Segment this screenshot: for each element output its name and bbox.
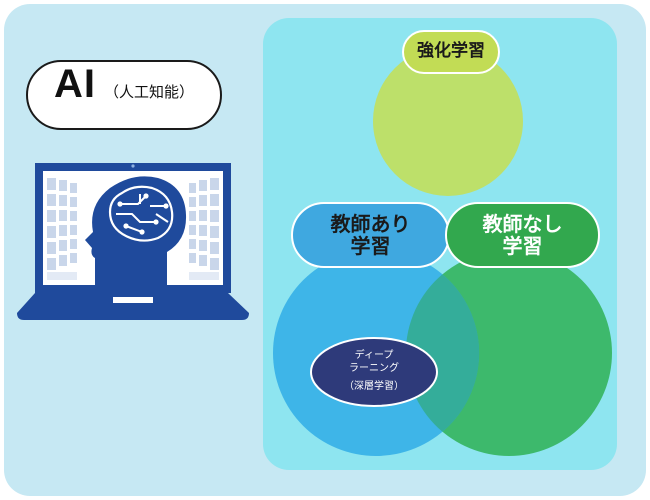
reinforcement-learning-circle xyxy=(373,46,523,196)
deep-learning-line2: ラーニング xyxy=(349,362,399,374)
deep-learning-label: ディープ ラーニング （深層学習） xyxy=(311,338,437,406)
deep-learning-line1: ディープ xyxy=(354,350,394,362)
unsupervised-learning-line1: 教師なし xyxy=(482,211,563,236)
ai-label-box: AI （人工知能） xyxy=(26,60,222,130)
reinforcement-learning-text: 強化学習 xyxy=(417,41,485,62)
supervised-learning-line2: 学習 xyxy=(350,234,391,258)
ai-title: AI xyxy=(53,62,96,106)
unsupervised-learning-line2: 学習 xyxy=(502,234,543,258)
unsupervised-learning-label: 教師なし 学習 xyxy=(445,202,600,268)
supervised-learning-label: 教師あり 学習 xyxy=(291,202,450,268)
supervised-learning-line1: 教師あり xyxy=(330,211,411,236)
laptop-brain-icon xyxy=(17,163,249,320)
reinforcement-learning-label: 強化学習 xyxy=(402,30,500,74)
ai-subtitle: （人工知能） xyxy=(103,83,194,101)
deep-learning-circle xyxy=(310,337,438,407)
deep-learning-line3: （深層学習） xyxy=(344,381,404,393)
